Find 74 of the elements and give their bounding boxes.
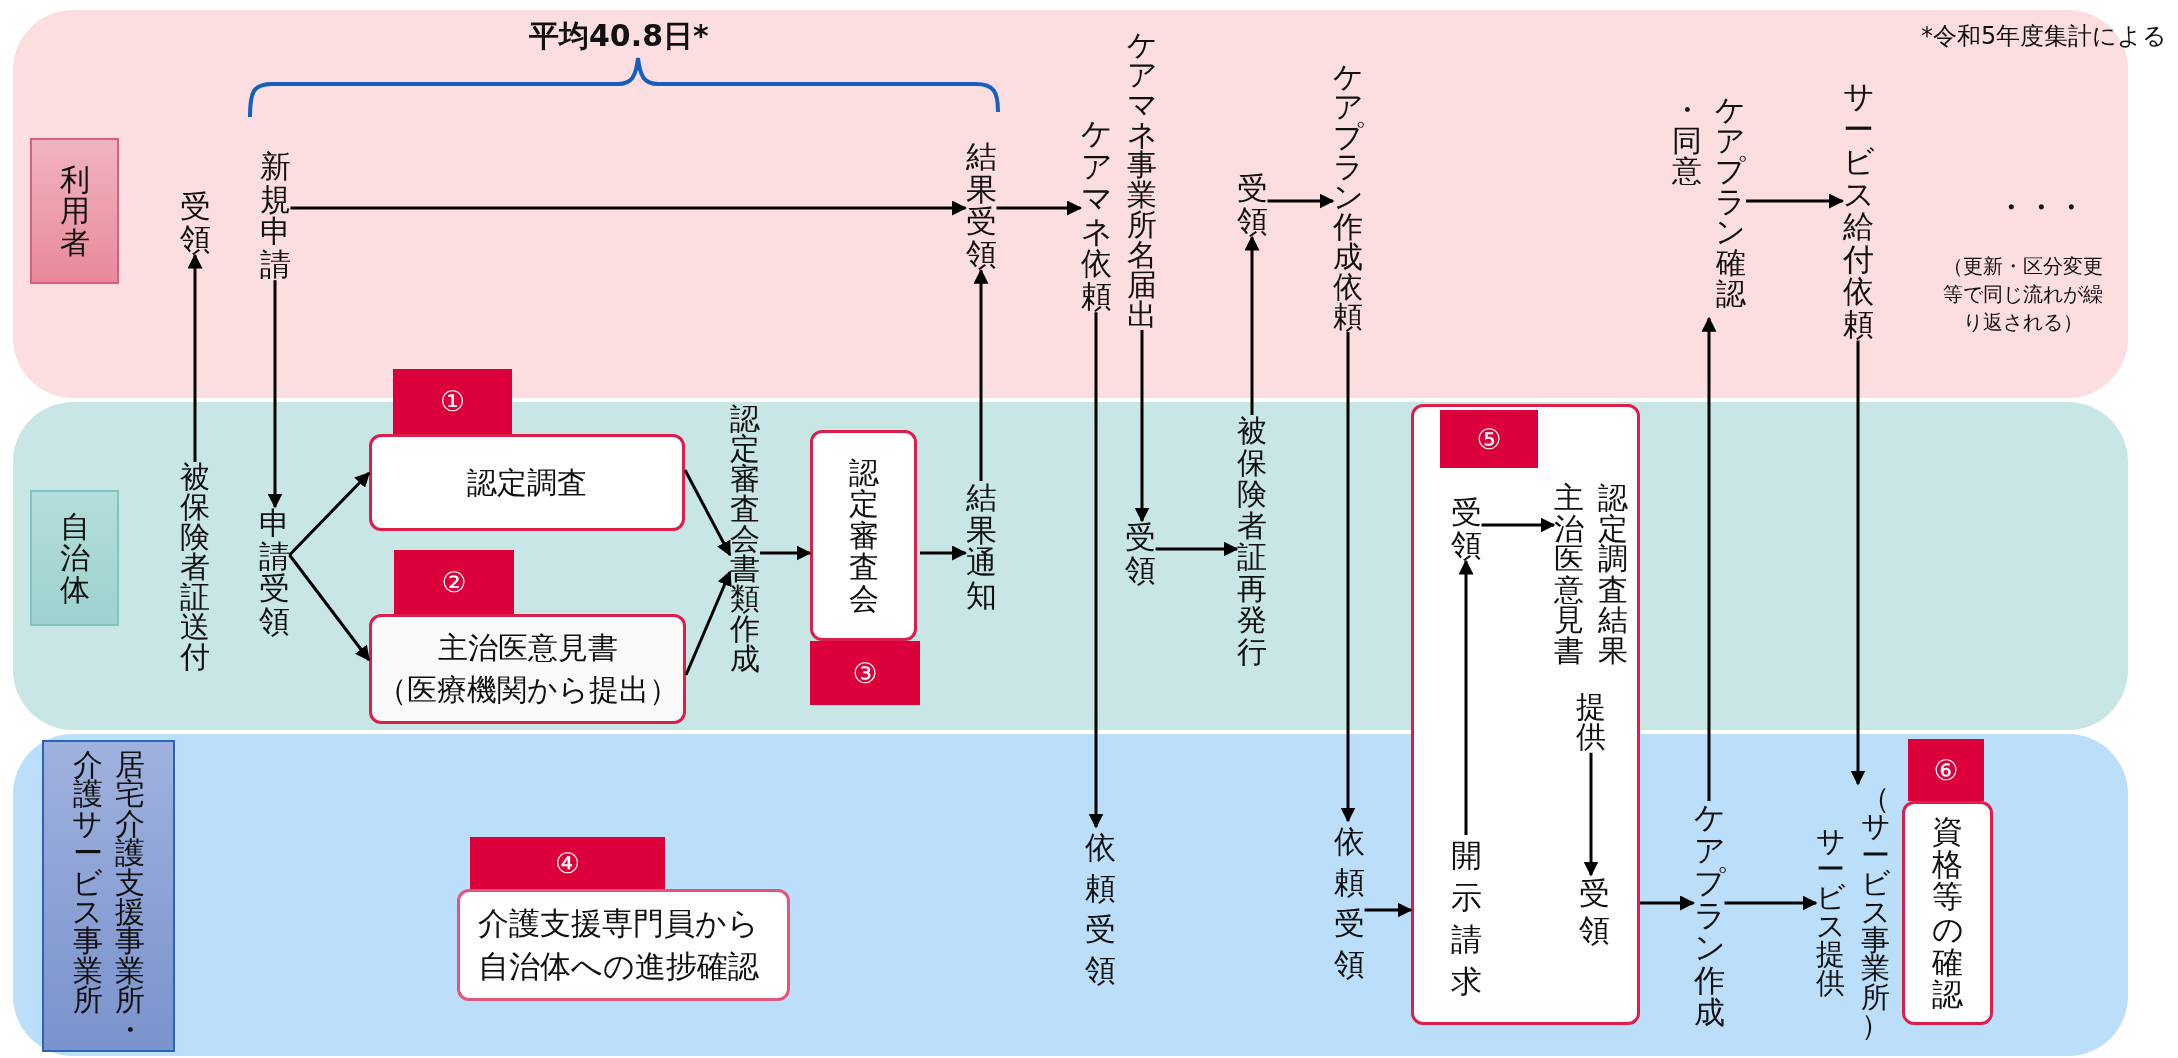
note: （更新・区分変更等で同じ流れが繰り返される） xyxy=(1942,253,2104,336)
arrow xyxy=(760,545,812,561)
arrow xyxy=(267,280,283,509)
step-label: 結果受領 xyxy=(965,140,997,271)
arrow xyxy=(1746,193,1844,209)
arrow xyxy=(1724,895,1818,911)
box-text: 介護支援専門員から自治体への進捗確認 xyxy=(477,903,760,986)
arrow xyxy=(1458,559,1474,835)
process-box xyxy=(1411,404,1640,1025)
step-label: ケアマネ事業所名届出 xyxy=(1127,30,1157,330)
step-number-badge: ④ xyxy=(470,837,665,889)
step-label: 受領 xyxy=(1124,521,1156,587)
step-label: 依頼受領 xyxy=(1084,827,1116,991)
step-label: 開示請求 xyxy=(1450,835,1482,1003)
box-text: 主治医意見書 xyxy=(437,629,618,667)
continuation-dots: ・・・ xyxy=(1998,191,2088,224)
lane-title: 自治体 xyxy=(59,510,90,606)
arrow xyxy=(1244,235,1260,415)
step-label: 受領 xyxy=(1236,172,1268,238)
box-text: （医療機関から提出） xyxy=(376,671,679,709)
step-label: サービス給付依頼 xyxy=(1842,80,1874,341)
step-label: 申請受領 xyxy=(258,507,290,638)
arrow xyxy=(1267,193,1335,209)
arrow xyxy=(1850,340,1866,786)
footnote: *令和5年度集計による xyxy=(1921,21,2168,52)
step-number-badge: ② xyxy=(394,550,514,614)
arrow xyxy=(996,200,1082,216)
step-label: 認定調査結果主治医意見書 xyxy=(1554,483,1628,670)
step-label: 被保険者証送付 xyxy=(180,462,210,672)
step-label: 被保険者証再発行 xyxy=(1237,415,1267,667)
duration-label: 平均40.8日* xyxy=(529,17,709,55)
step-label: 結果通知 xyxy=(965,481,997,612)
step-label: 受領 xyxy=(1450,496,1482,562)
arrow xyxy=(973,268,989,481)
arrow xyxy=(1134,330,1150,523)
arrow xyxy=(1701,316,1717,801)
step-label: ケアプラン作成依頼 xyxy=(1333,62,1363,332)
arrow xyxy=(1340,332,1356,823)
lane-header xyxy=(42,740,175,1052)
step-label: 新規申請 xyxy=(259,150,291,281)
arrow xyxy=(683,469,732,557)
step-number-badge: ⑤ xyxy=(1440,410,1538,468)
arrow xyxy=(1364,902,1413,918)
arrow xyxy=(290,200,967,216)
step-label: （サービス事業所） xyxy=(1861,784,1890,1040)
step-label: サービス提供 xyxy=(1816,826,1845,998)
step-label: 受領 xyxy=(1578,875,1610,950)
step-number-badge: ③ xyxy=(810,641,920,705)
step-label: 依頼受領 xyxy=(1333,821,1365,985)
arrow xyxy=(288,471,371,557)
step-label: 受領 xyxy=(179,190,211,256)
arrow xyxy=(1155,541,1239,557)
lane-title: 居宅介護支援事業所・介護サービス事業所 xyxy=(72,750,145,1049)
lane-header xyxy=(30,490,119,626)
step-number-badge: ① xyxy=(393,369,512,434)
arrow xyxy=(920,545,967,561)
step-label: ケアマネ依頼 xyxy=(1080,117,1112,313)
step-label: ケアプラン確認・同意 xyxy=(1672,95,1746,319)
step-label: ケアプラン作成 xyxy=(1693,801,1725,1029)
step-label: 認定審査会書類作成 xyxy=(730,404,760,674)
arrow xyxy=(1640,895,1695,911)
arrow xyxy=(1481,517,1556,533)
lane-header xyxy=(30,138,119,284)
arrow xyxy=(187,253,203,462)
arrow xyxy=(288,554,371,662)
arrow xyxy=(684,570,732,676)
box-text: 資格等の確認 xyxy=(1932,815,1963,1011)
arrow xyxy=(1583,752,1599,877)
box-text: 認定審査会 xyxy=(848,456,879,615)
step-label: 提供 xyxy=(1576,691,1606,753)
lane-title: 利用者 xyxy=(59,163,90,259)
box-text: 認定調査 xyxy=(467,463,587,502)
step-number-badge: ⑥ xyxy=(1908,739,1984,801)
arrow xyxy=(1088,312,1104,829)
